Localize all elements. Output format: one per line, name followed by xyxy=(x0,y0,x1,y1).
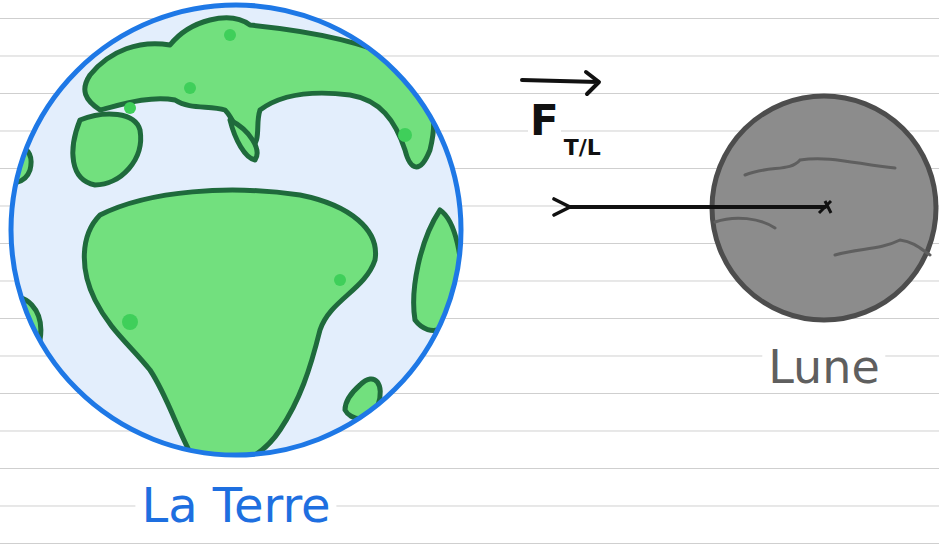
earth-node: La Terre xyxy=(11,5,461,455)
force-symbol: F xyxy=(528,98,561,144)
moon-center-mark xyxy=(819,201,831,213)
moon-label: Lune xyxy=(762,342,885,393)
moon-node: Lune xyxy=(712,96,936,320)
vector-arrow xyxy=(522,72,599,94)
force-subscript: T/L xyxy=(562,136,603,160)
force-arrow xyxy=(568,205,825,209)
planet-label: La Terre xyxy=(135,479,336,532)
earth-drawing xyxy=(0,5,461,470)
